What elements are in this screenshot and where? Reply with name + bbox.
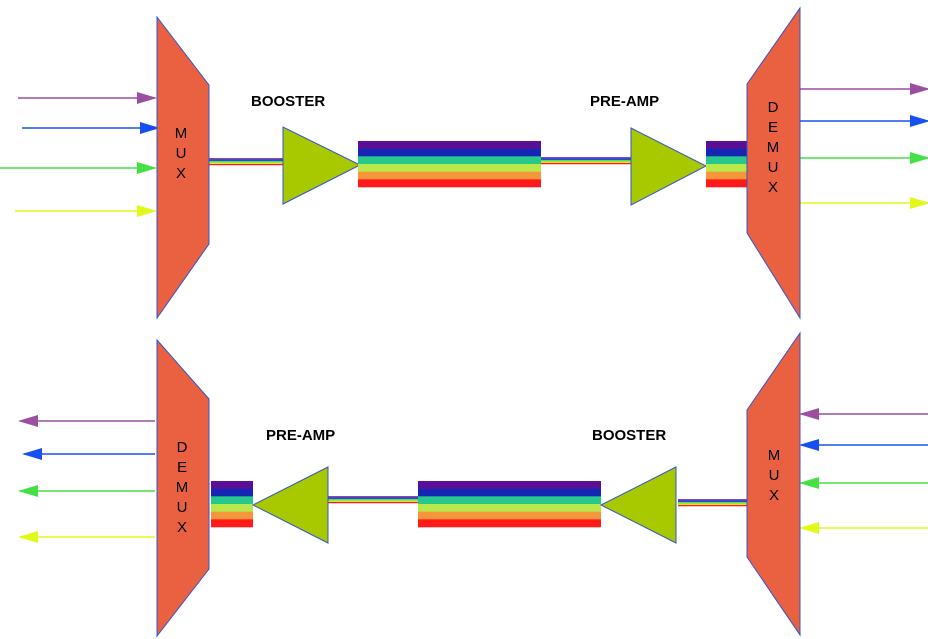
block-letter: M [175,125,188,142]
band-stripe [358,156,541,165]
band-stripe [418,481,601,489]
block-letter: M [176,479,189,496]
band-stripe [211,496,253,505]
band-stripe [706,148,748,157]
bottom-booster-amp [599,466,677,544]
top-preamp-amp [630,127,708,206]
bottom-demux-block [156,338,210,638]
band-stripe [358,141,541,149]
block-letter: X [769,487,779,504]
block-letter: U [177,499,188,516]
band-stripe [211,504,253,512]
band-stripe [211,519,253,528]
top-fiber-band [358,141,541,188]
block-letter: E [768,119,778,136]
wiring-layer [0,83,928,543]
block-letter: U [768,159,779,176]
bottom-fiber-band [418,481,601,528]
band-stripe [706,171,748,180]
block-letter: X [768,179,778,196]
top-fiber-band-preamp [538,157,632,165]
top-mux-label: MUX [175,125,188,182]
bottom-booster-label: BOOSTER [592,427,666,444]
block-letter: X [176,165,186,182]
band-stripe [358,148,541,157]
block-letter: D [768,99,779,116]
block-letter: M [767,139,780,156]
band-stripe [418,504,601,512]
bottom-fiber-band-preamp [326,496,420,504]
block-letter: U [176,145,187,162]
band-stripe [358,179,541,188]
band-stripe [358,164,541,172]
top-demux-input-band [706,141,748,188]
band-stripe [706,179,748,188]
top-mux-block [156,15,210,320]
block-letter: D [177,439,188,456]
top-fiber-mux-booster [208,158,286,166]
bottom-preamp-amp [251,466,329,544]
band-stripe [706,156,748,165]
block-letter: U [769,467,780,484]
block-letter: E [177,459,187,476]
band-stripe [418,519,601,528]
band-stripe [211,488,253,497]
band-stripe [418,496,601,505]
block-letter: M [768,447,781,464]
component-layer [156,6,801,638]
bottom-fiber-mux-booster [678,499,748,507]
band-stripe [418,488,601,497]
band-stripe [358,171,541,180]
bottom-demux-output-band [211,481,253,528]
bottom-mux-block [746,331,801,637]
band-stripe [706,164,748,172]
band-stripe [706,141,748,149]
top-preamp-label: PRE-AMP [590,93,659,110]
band-stripe [211,481,253,489]
band-stripe [418,511,601,520]
top-booster-amp [282,126,362,205]
top-demux-block [746,6,801,320]
bottom-preamp-label: PRE-AMP [266,427,335,444]
bottom-mux-label: MUX [768,447,781,504]
band-stripe [211,511,253,520]
top-booster-label: BOOSTER [251,93,325,110]
block-letter: X [177,519,187,536]
